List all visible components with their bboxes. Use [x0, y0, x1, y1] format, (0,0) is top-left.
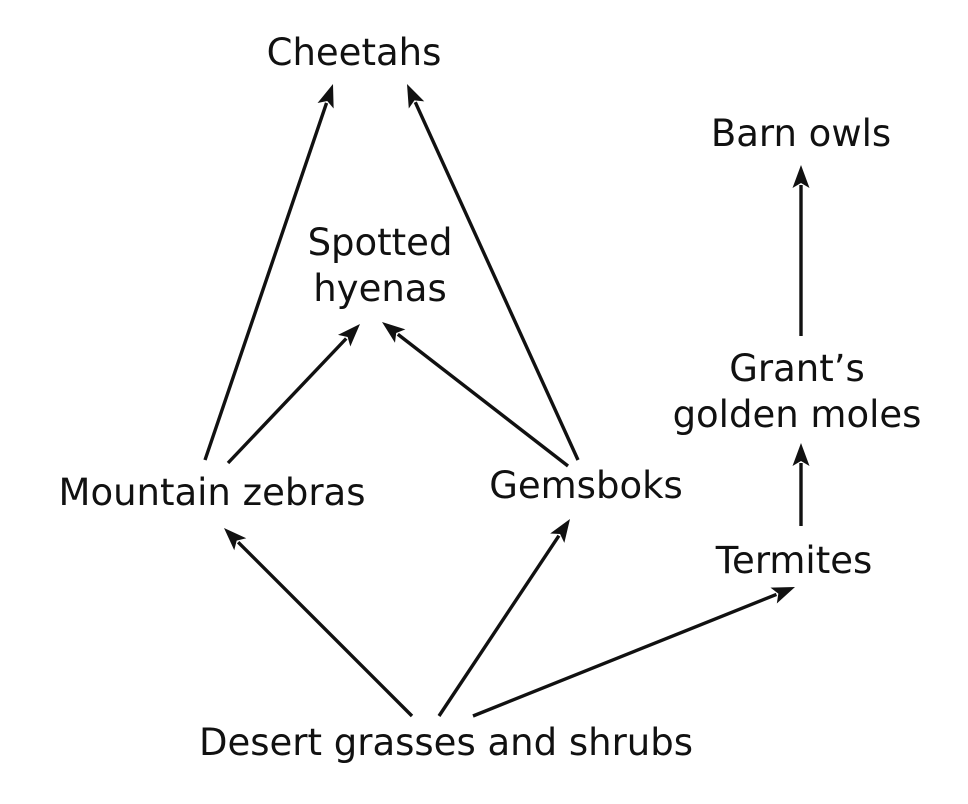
desert-grasses-text: Desert grasses and shrubs — [198, 721, 694, 764]
termites-label: Termites — [716, 538, 873, 584]
arrow-head — [792, 443, 810, 466]
arrow-gemsboks-to-spotted-hyenas — [382, 322, 570, 468]
arrow-shaft — [203, 102, 329, 461]
spotted-hyenas-text-line-1: Spotted — [307, 221, 453, 264]
mountain-zebras-text: Mountain zebras — [58, 471, 366, 514]
arrow-head — [407, 84, 425, 109]
spotted-hyenas-text-line-2: hyenas — [313, 267, 447, 310]
desert-grasses-label: Desert grasses and shrubs — [199, 720, 693, 766]
barn-owls-text: Barn owls — [710, 112, 892, 155]
mountain-zebras-label: Mountain zebras — [59, 470, 366, 516]
grants-golden-moles-text-line-1: Grant’s — [729, 347, 865, 390]
spotted-hyenas-label: Spotted hyenas — [308, 220, 453, 312]
arrow-head — [317, 84, 334, 109]
termites-text: Termites — [715, 539, 873, 582]
arrow-shaft — [437, 534, 561, 717]
arrow-shaft — [396, 332, 570, 468]
grants-golden-moles-text-line-2: golden moles — [672, 393, 922, 436]
cheetahs-label: Cheetahs — [267, 30, 442, 76]
arrow-termites-to-grants-golden-moles — [792, 443, 810, 526]
arrow-shaft — [226, 337, 348, 465]
gemsboks-label: Gemsboks — [489, 463, 683, 509]
arrow-desert-grasses-to-termites — [472, 587, 795, 718]
arrow-desert-grasses-to-mountain-zebras — [224, 528, 414, 718]
barn-owls-label: Barn owls — [711, 111, 891, 157]
arrow-head — [224, 528, 247, 551]
arrow-shaft — [413, 101, 580, 461]
arrow-head — [382, 322, 406, 343]
gemsboks-text: Gemsboks — [489, 464, 683, 507]
arrow-head — [550, 519, 570, 543]
arrow-shaft — [236, 540, 414, 718]
arrow-desert-grasses-to-gemsboks — [437, 519, 570, 717]
grants-golden-moles-label: Grant’s golden moles — [673, 346, 922, 438]
arrow-shaft — [472, 592, 778, 718]
arrow-mountain-zebras-to-cheetahs — [203, 84, 334, 461]
arrow-head — [770, 587, 795, 604]
arrow-head — [792, 165, 810, 188]
cheetahs-text: Cheetahs — [266, 31, 442, 74]
arrow-grants-golden-moles-to-barn-owls — [792, 165, 810, 336]
arrow-mountain-zebras-to-spotted-hyenas — [226, 324, 360, 465]
arrow-head — [337, 324, 360, 347]
arrow-gemsboks-to-cheetahs — [407, 84, 580, 461]
